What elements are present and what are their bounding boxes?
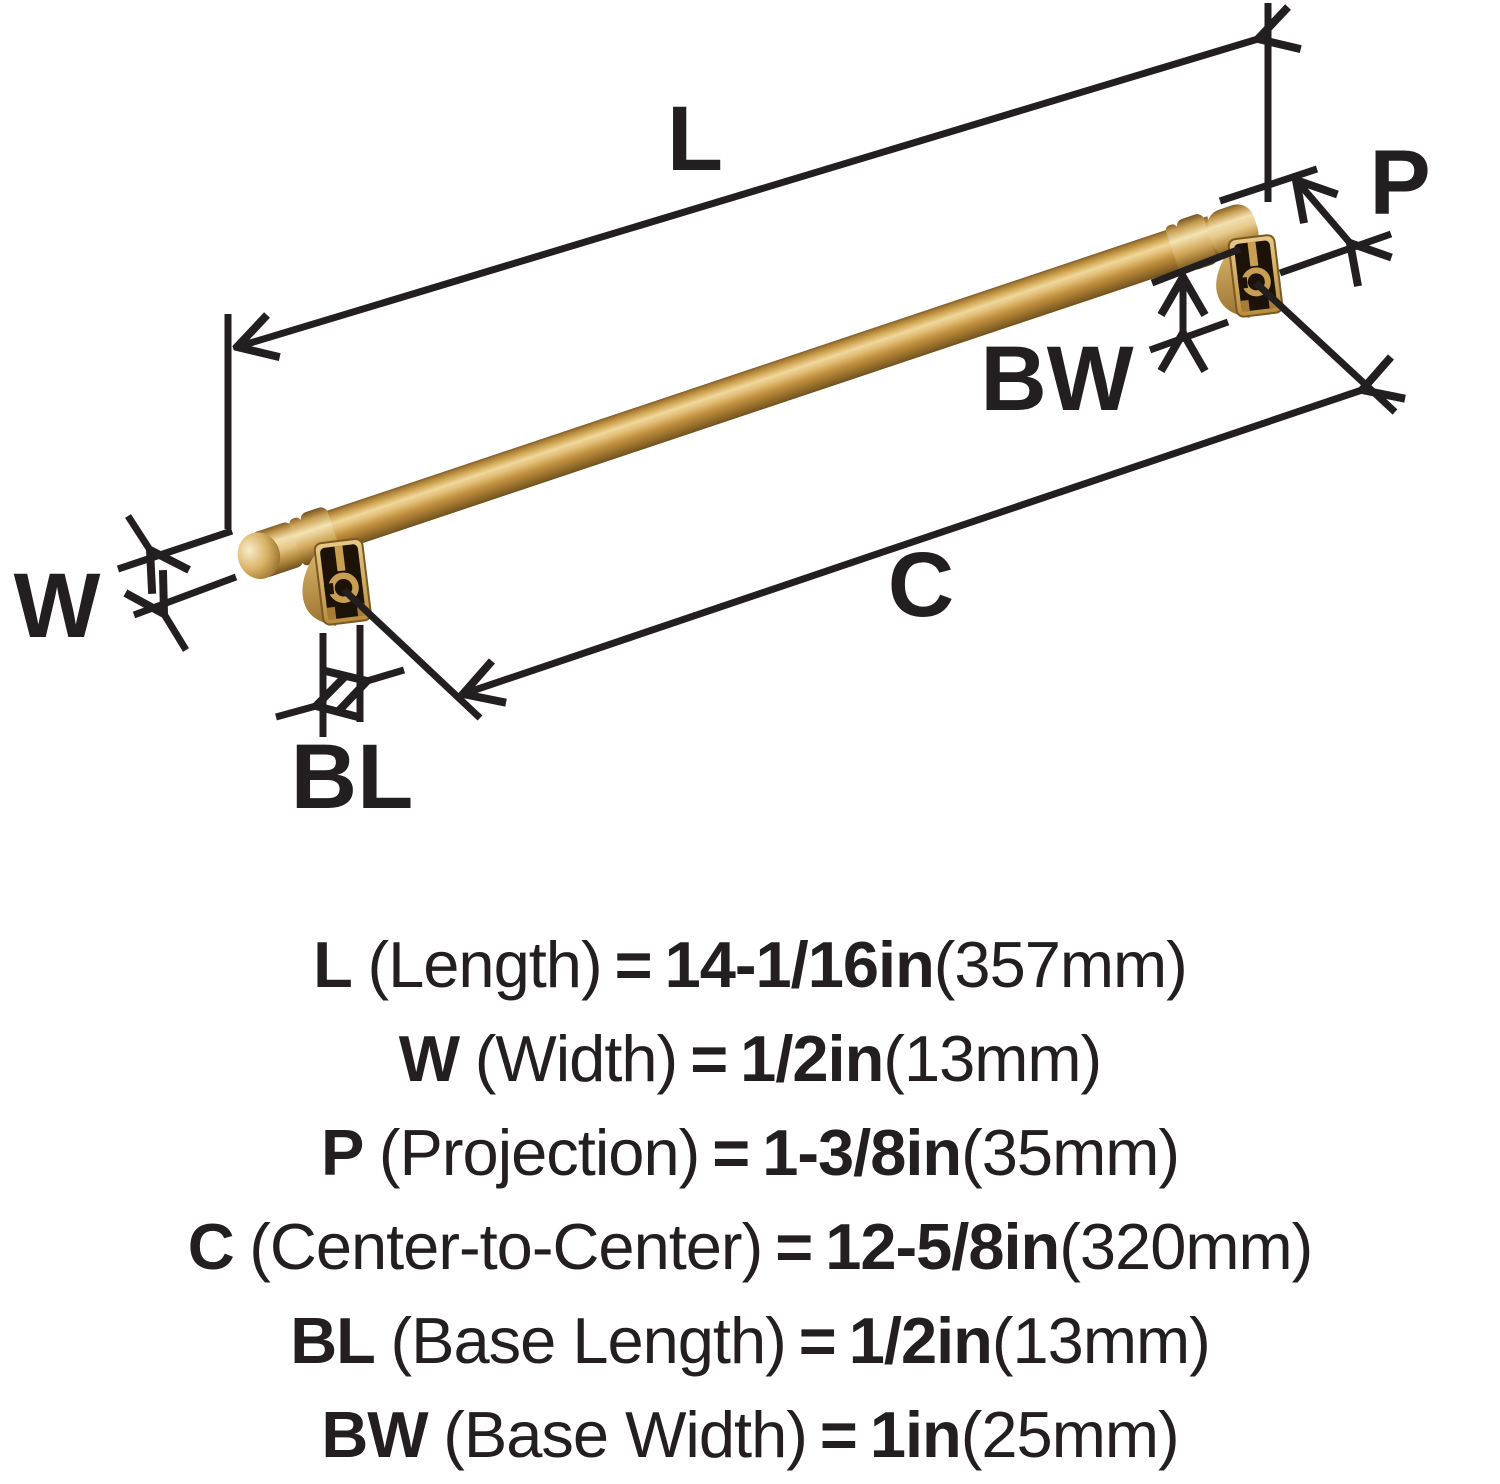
spec-equals: = <box>690 1022 728 1095</box>
spec-row-base-width: BW(Base Width)=1in(25mm) <box>0 1388 1500 1482</box>
spec-row-length: L(Length)=14-1/16in(357mm) <box>0 918 1500 1012</box>
spec-equals: = <box>775 1210 813 1283</box>
spec-value: 14-1/16in <box>664 928 935 1001</box>
w-tangent-lower <box>132 573 238 619</box>
left-post-slot-divider <box>334 545 346 572</box>
spec-name: (Projection) <box>378 1116 700 1189</box>
spec-name: (Base Width) <box>443 1398 808 1471</box>
spec-equals: = <box>819 1398 858 1471</box>
w-tangent-upper <box>116 527 234 573</box>
label-base-length: BL <box>291 726 414 828</box>
spec-row-width: W(Width)=1/2in(13mm) <box>0 1012 1500 1106</box>
spec-metric: (13mm) <box>883 1022 1102 1095</box>
spec-metric: (13mm) <box>991 1304 1211 1377</box>
l-dimension-line <box>237 39 1258 347</box>
spec-equals: = <box>614 928 653 1001</box>
label-length: L <box>667 88 723 190</box>
spec-equals: = <box>712 1116 750 1189</box>
spec-name: (Width) <box>474 1022 678 1095</box>
w-arrow-upper <box>125 514 150 550</box>
spec-equals: = <box>798 1304 837 1377</box>
spec-value: 1/2in <box>740 1022 884 1095</box>
p-tangent-lower <box>1278 230 1393 277</box>
spec-list: L(Length)=14-1/16in(357mm) W(Width)=1/2i… <box>0 918 1500 1482</box>
bar-left-cap-face <box>237 532 281 579</box>
c-leader-left <box>341 587 483 721</box>
spec-value: 1-3/8in <box>762 1116 962 1189</box>
spec-value: 1in <box>869 1398 962 1471</box>
c-leader-right <box>1253 280 1398 415</box>
spec-code: BL <box>290 1304 376 1377</box>
spec-row-center-to-center: C(Center-to-Center)=12-5/8in(320mm) <box>0 1200 1500 1294</box>
spec-metric: (320mm) <box>1059 1210 1313 1283</box>
label-projection: P <box>1369 132 1430 234</box>
bl-arrow-left <box>275 706 316 717</box>
spec-code: W <box>398 1022 460 1095</box>
w-arrow-lower <box>164 614 189 652</box>
label-width: W <box>14 555 101 657</box>
label-center-to-center: C <box>888 534 954 636</box>
spec-name: (Center-to-Center) <box>249 1210 763 1283</box>
left-post-ring-gap <box>323 582 335 596</box>
bl-arrow-right <box>367 666 405 681</box>
right-post-ring-gap <box>1237 277 1248 290</box>
spec-code: C <box>187 1210 235 1283</box>
left-post-bottom-side-a <box>326 606 337 620</box>
bw-line-lower <box>1148 318 1230 354</box>
spec-code: BW <box>321 1398 428 1471</box>
spec-metric: (25mm) <box>960 1398 1180 1471</box>
right-post-bottom-side-a <box>1240 299 1250 312</box>
diagram-svg: L W P C BW BL <box>14 3 1431 828</box>
label-base-width: BW <box>980 328 1133 430</box>
dimension-lines <box>116 3 1398 737</box>
spec-code: P <box>320 1116 364 1189</box>
spec-value: 1/2in <box>848 1304 993 1377</box>
p-dimension-arrow <box>1296 180 1350 243</box>
spec-name: (Base Length) <box>390 1304 786 1377</box>
c-dimension-line <box>463 390 1362 694</box>
spec-name: (Length) <box>367 928 602 1001</box>
spec-metric: (357mm) <box>933 928 1188 1001</box>
diagram-figure: L W P C BW BL <box>14 3 1431 828</box>
spec-code: L <box>313 928 353 1001</box>
spec-metric: (35mm) <box>961 1116 1180 1189</box>
spec-row-projection: P(Projection)=1-3/8in(35mm) <box>0 1106 1500 1200</box>
bar-left-ring <box>289 517 314 566</box>
spec-value: 12-5/8in <box>825 1210 1060 1283</box>
spec-row-base-length: BL(Base Length)=1/2in(13mm) <box>0 1294 1500 1388</box>
